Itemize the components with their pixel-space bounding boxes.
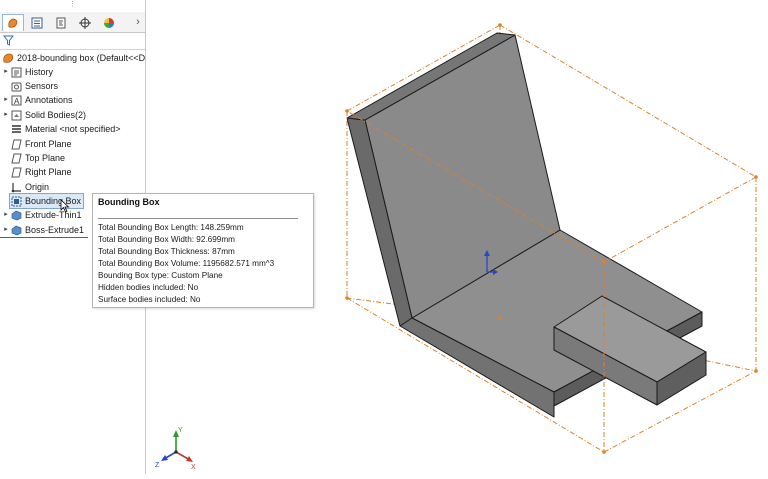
extrude-icon — [10, 209, 22, 221]
tooltip-volume: Total Bounding Box Volume: 1195682.571 m… — [98, 259, 275, 268]
tree-item-origin[interactable]: Origin — [2, 180, 49, 194]
configuration-manager-icon — [56, 17, 66, 28]
tree-item-boss-extrude1[interactable]: ▸ Boss-Extrude1 — [2, 223, 84, 237]
tab-feature-manager[interactable] — [2, 14, 24, 31]
tree-item-label: Front Plane — [25, 139, 72, 149]
tree-item-label: Bounding Box — [25, 196, 82, 206]
tab-dimxpert-manager[interactable] — [74, 14, 96, 31]
plane-icon — [10, 138, 22, 150]
tree-item-extrude-thin1[interactable]: ▸ Extrude-Thin1 — [2, 208, 82, 222]
tree-item-label: Boss-Extrude1 — [25, 225, 85, 235]
tree-item-label: Right Plane — [25, 167, 72, 177]
tree-item-label: History — [25, 67, 54, 77]
display-manager-icon — [104, 17, 114, 28]
filter-icon[interactable] — [3, 35, 14, 46]
tooltip-type: Bounding Box type: Custom Plane — [98, 271, 223, 280]
tree-item-label: Origin — [25, 182, 50, 192]
tab-property-manager[interactable] — [26, 14, 48, 31]
svg-text:A: A — [14, 97, 20, 106]
expand-arrow-icon[interactable]: ▸ — [4, 68, 8, 75]
filter-bar[interactable] — [0, 33, 145, 50]
tree-item-top-plane[interactable]: Top Plane — [2, 151, 65, 165]
dimxpert-icon — [79, 16, 91, 29]
bounding-box-tooltip: Bounding Box Total Bounding Box Length: … — [92, 193, 314, 308]
extrude-icon — [10, 224, 22, 236]
tree-item-label: Material <not specified> — [25, 124, 121, 134]
tree-root-label: 2018-bounding box (Default<<D — [17, 53, 146, 63]
model-view[interactable]: Y X Z — [146, 0, 768, 474]
tree-item-label: Extrude-Thin1 — [25, 210, 82, 220]
selected-item-highlight: Bounding Box — [8, 193, 85, 209]
solid-bodies-icon — [10, 109, 22, 121]
annotations-icon: A — [10, 94, 22, 106]
tooltip-thickness: Total Bounding Box Thickness: 87mm — [98, 247, 235, 256]
extrude-thin-body[interactable] — [346, 32, 703, 418]
tree-item-label: Sensors — [25, 81, 59, 91]
view-triad-icon — [161, 430, 193, 462]
grip-handle-icon: ⋮ — [69, 1, 76, 8]
tree-item-front-plane[interactable]: Front Plane — [2, 137, 72, 151]
bounding-box-frame — [346, 24, 757, 453]
tooltip-separator — [98, 218, 298, 219]
tree-item-right-plane[interactable]: Right Plane — [2, 165, 72, 179]
expand-arrow-icon[interactable]: ▸ — [4, 226, 8, 233]
tree-item-label: Top Plane — [25, 153, 66, 163]
tree-item-label: Annotations — [25, 95, 73, 105]
boss-extrude-body[interactable] — [553, 295, 707, 406]
tree-item-bounding-box[interactable]: Bounding Box — [2, 193, 85, 209]
sensors-icon — [10, 80, 22, 92]
origin-icon — [10, 181, 22, 193]
triad-y-label: Y — [178, 427, 183, 434]
tree-item-material[interactable]: Material <not specified> — [2, 122, 121, 136]
tree-item-label: Solid Bodies(2) — [25, 110, 87, 120]
tree-item-history[interactable]: ▸ History — [2, 65, 53, 79]
expand-arrow-icon[interactable]: ▸ — [4, 211, 8, 218]
origin-marker-icon — [484, 250, 498, 275]
tab-display-manager[interactable] — [98, 14, 120, 31]
part-icon — [2, 52, 14, 64]
tree-root-part[interactable]: 2018-bounding box (Default<<D — [2, 51, 145, 65]
rollback-bar[interactable] — [0, 237, 88, 238]
bounding-box-icon — [10, 195, 22, 207]
expand-arrow-icon[interactable]: ▸ — [4, 111, 8, 118]
bounding-box-corners — [345, 23, 758, 454]
tree-item-sensors[interactable]: Sensors — [2, 79, 58, 93]
panel-grip[interactable]: ⋮ — [0, 0, 145, 12]
feature-manager-icon — [8, 18, 18, 28]
tooltip-width: Total Bounding Box Width: 92.699mm — [98, 235, 235, 244]
triad-z-label: Z — [155, 462, 160, 469]
tooltip-length: Total Bounding Box Length: 148.259mm — [98, 223, 244, 232]
material-icon — [10, 123, 22, 135]
tooltip-hidden-bodies: Hidden bodies included: No — [98, 283, 199, 292]
property-manager-icon — [31, 17, 43, 28]
plane-icon — [10, 152, 22, 164]
tree-item-annotations[interactable]: ▸ A Annotations — [2, 93, 73, 107]
history-icon — [10, 66, 22, 78]
tooltip-surface-bodies: Surface bodies included: No — [98, 295, 201, 304]
mouse-cursor-icon — [60, 199, 70, 213]
tooltip-title: Bounding Box — [98, 197, 160, 207]
expand-arrow-icon[interactable]: ▸ — [4, 96, 8, 103]
chevron-right-icon[interactable]: › — [136, 16, 140, 28]
tab-configuration-manager[interactable] — [50, 14, 72, 31]
plane-icon — [10, 166, 22, 178]
triad-x-label: X — [191, 464, 196, 471]
panel-tabs: › — [0, 12, 145, 33]
tree-item-solid-bodies[interactable]: ▸ Solid Bodies(2) — [2, 108, 86, 122]
